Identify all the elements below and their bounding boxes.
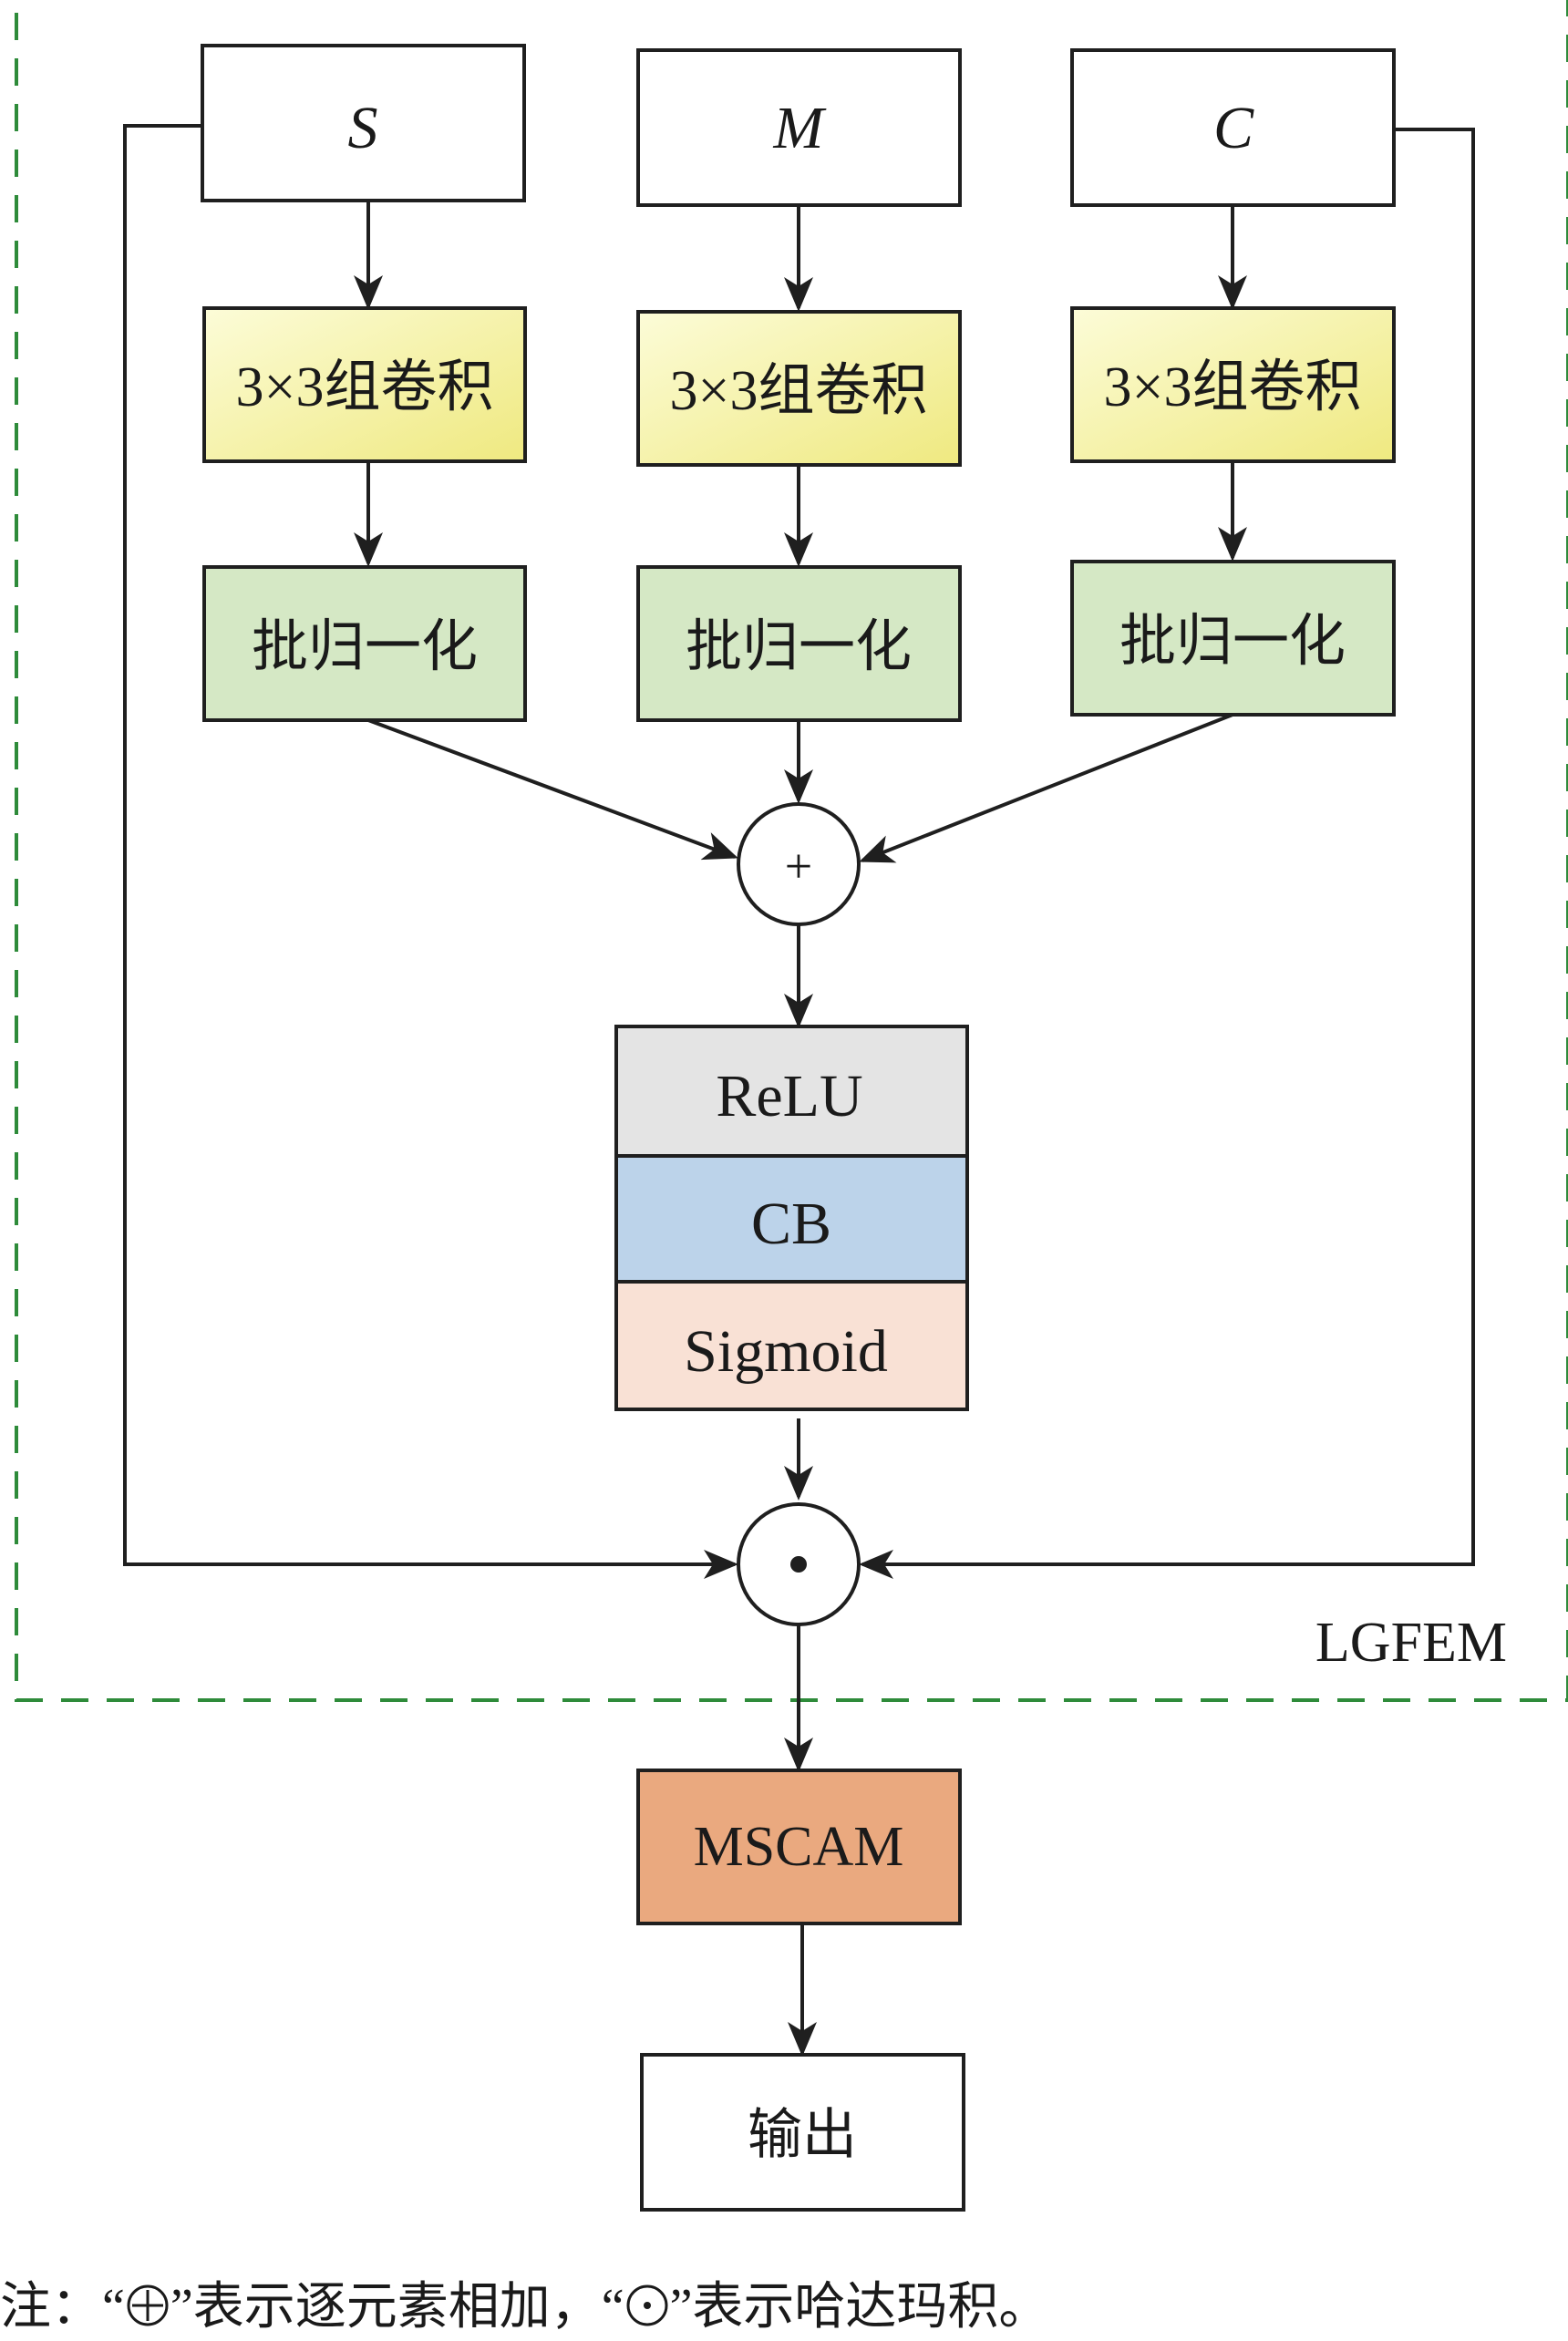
arrow-bn-c-to-add — [859, 713, 1233, 863]
relu-block — [614, 1025, 969, 1158]
relu-label: ReLU — [716, 1063, 862, 1129]
module-label: LGFEM — [1315, 1612, 1507, 1674]
bn-label-m: 批归一化 — [686, 616, 912, 678]
activation-stack: ReLU CB Sigmoid — [614, 1025, 969, 1411]
input-box-c: C — [1070, 48, 1396, 207]
circled-plus-icon — [125, 2284, 170, 2340]
output-label: 输出 — [748, 2105, 857, 2165]
cb-label: CB — [751, 1191, 831, 1257]
arrow-bn-s-to-add — [367, 718, 738, 861]
add-node: + — [737, 802, 861, 926]
bn-box-c: 批归一化 — [1070, 560, 1396, 717]
hadamard-node — [737, 1502, 861, 1626]
input-label-s: S — [348, 95, 378, 161]
conv-box-s: 3×3组卷积 — [202, 306, 527, 463]
cb-block — [614, 1154, 969, 1284]
bn-label-s: 批归一化 — [252, 616, 478, 678]
bn-label-c: 批归一化 — [1119, 611, 1346, 673]
output-box: 输出 — [640, 2053, 965, 2212]
conv-box-c: 3×3组卷积 — [1070, 306, 1396, 463]
note-prefix: 注：“ — [0, 2279, 125, 2336]
add-symbol: + — [785, 839, 812, 893]
footnote: 注：“ ”表示逐元素相加，“ ”表示哈达玛积。 — [0, 2265, 1568, 2341]
skip-connection-c — [859, 128, 1475, 1579]
input-box-s: S — [201, 44, 526, 202]
bn-box-m: 批归一化 — [636, 565, 962, 722]
mscam-label: MSCAM — [694, 1816, 904, 1878]
conv-label-s: 3×3组卷积 — [236, 356, 494, 418]
conv-label-c: 3×3组卷积 — [1104, 356, 1362, 418]
lgfem-diagram: S M C 3×3组卷积 3×3组卷积 3×3组卷积 批归一化 批归一化 批归一… — [15, 0, 1568, 2212]
sigmoid-block — [614, 1280, 969, 1411]
note-mid: ”表示逐元素相加，“ — [170, 2279, 624, 2336]
mscam-box: MSCAM — [636, 1769, 962, 1925]
dot-symbol — [790, 1556, 807, 1573]
bn-box-s: 批归一化 — [202, 565, 527, 722]
note-suffix: ”表示哈达玛积。 — [669, 2279, 1050, 2336]
sigmoid-label: Sigmoid — [684, 1318, 888, 1385]
conv-label-m: 3×3组卷积 — [670, 360, 928, 422]
circled-dot-icon — [624, 2284, 670, 2340]
skip-connection-s — [123, 124, 738, 1579]
input-label-c: C — [1213, 95, 1254, 161]
lgfem-dashed-border — [15, 0, 1568, 1702]
input-box-m: M — [636, 48, 962, 207]
input-label-m: M — [773, 95, 828, 161]
conv-box-m: 3×3组卷积 — [636, 310, 962, 467]
